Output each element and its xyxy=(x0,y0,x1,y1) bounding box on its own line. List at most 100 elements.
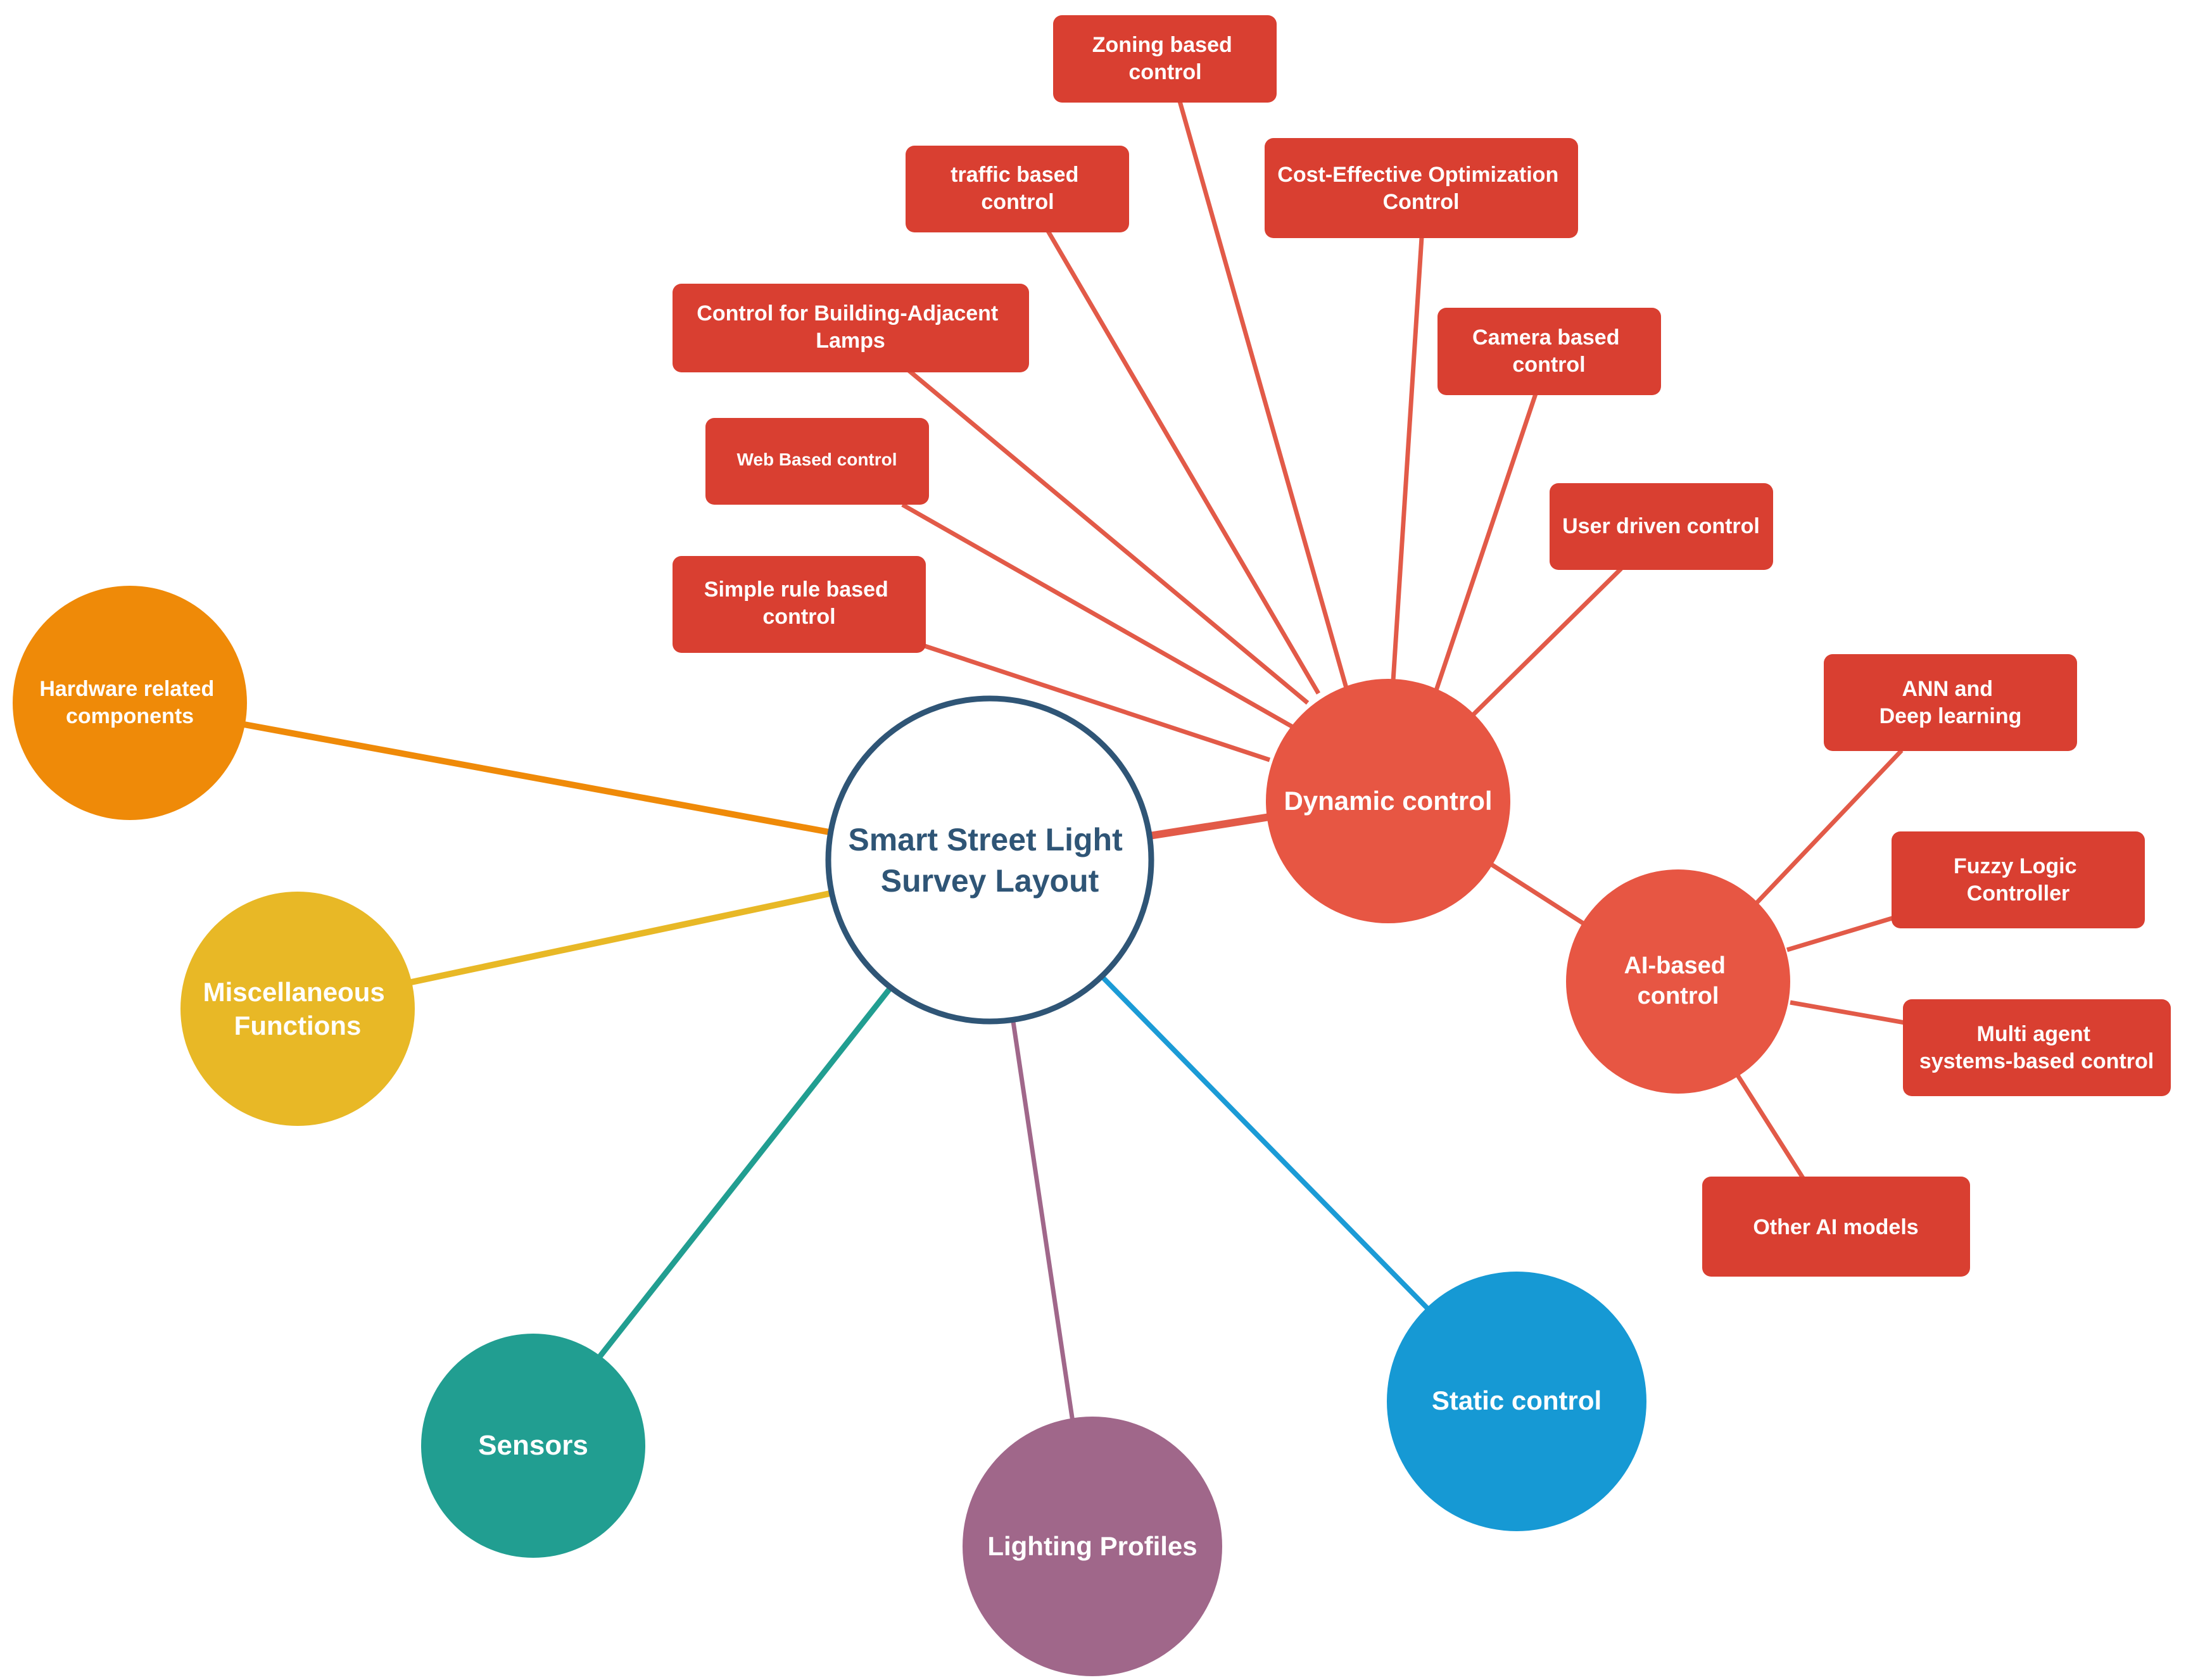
connector-dynamic-traffic xyxy=(1046,230,1321,695)
branch-misc[interactable]: Miscellaneous Functions xyxy=(180,892,415,1126)
connector-dynamic-cost xyxy=(1391,237,1424,681)
connector-root-misc xyxy=(404,890,834,987)
cost-label: Cost-Effective Optimization Control xyxy=(1277,163,1564,214)
dynamic-child-cost[interactable]: Cost-Effective Optimization Control xyxy=(1265,138,1578,238)
dynamic-label: Dynamic control xyxy=(1284,786,1492,816)
ann-box xyxy=(1824,654,2077,751)
root-label-line-2: Survey Layout xyxy=(881,863,1099,899)
dynamic-child-camera[interactable]: Camera based control xyxy=(1437,308,1661,395)
multi-label: Multi agent systems-based control xyxy=(1919,1022,2154,1073)
connector-root-lighting xyxy=(1009,1013,1076,1427)
zoning-box xyxy=(1053,15,1277,103)
hardware-label-line-2: components xyxy=(66,704,194,728)
ai-child-ann[interactable]: ANN and Deep learning xyxy=(1824,654,2077,751)
branch-hardware[interactable]: Hardware related components xyxy=(13,586,247,820)
multi-box xyxy=(1903,999,2171,1096)
web-box xyxy=(705,418,929,505)
traffic-box xyxy=(906,146,1129,232)
simple-box xyxy=(673,556,926,653)
lighting-circle xyxy=(963,1417,1222,1676)
ann-label-line-1: ANN and xyxy=(1902,677,1993,701)
connector-ai-other xyxy=(1734,1072,1805,1179)
connector-dynamic-zoning xyxy=(1177,101,1349,691)
simple-label: Simple rule based control xyxy=(704,578,894,629)
hardware-label: Hardware related components xyxy=(39,677,220,728)
connector-root-hardware xyxy=(240,721,833,836)
ann-label: ANN and Deep learning xyxy=(1880,677,2022,728)
user-box xyxy=(1550,483,1773,570)
dynamic-circle xyxy=(1266,679,1510,923)
ai-label-line-1: AI-based xyxy=(1624,952,1725,979)
sensors-label: Sensors xyxy=(478,1430,588,1461)
connector-root-dynamic xyxy=(1149,813,1270,840)
other-label-line-1: Other AI models xyxy=(1753,1215,1918,1239)
dynamic-child-ai[interactable]: AI-based control xyxy=(1566,869,1790,1094)
building-label: Control for Building-Adjacent Lamps xyxy=(697,301,1004,353)
simple-label-line-1: Simple rule based xyxy=(704,578,888,602)
branch-lighting[interactable]: Lighting Profiles xyxy=(963,1417,1222,1676)
lighting-label: Lighting Profiles xyxy=(987,1531,1197,1561)
root-label-line-1: Smart Street Light xyxy=(848,822,1123,857)
static-label: Static control xyxy=(1432,1386,1602,1415)
branch-sensors[interactable]: Sensors xyxy=(421,1334,645,1558)
cost-label-line-1: Cost-Effective Optimization xyxy=(1277,163,1558,187)
root-node[interactable]: Smart Street Light Survey Layout xyxy=(825,695,1154,1025)
dynamic-child-zoning[interactable]: Zoning based control xyxy=(1053,15,1277,103)
root-circle xyxy=(825,695,1154,1025)
web-label: Web Based control xyxy=(736,450,897,469)
ann-label-line-2: Deep learning xyxy=(1880,704,2022,728)
zoning-label: Zoning based control xyxy=(1092,33,1238,84)
other-box xyxy=(1702,1177,1970,1277)
static-circle xyxy=(1387,1272,1646,1531)
dynamic-child-simple[interactable]: Simple rule based control xyxy=(673,556,926,653)
cost-box xyxy=(1265,138,1578,238)
misc-label-line-1: Miscellaneous xyxy=(203,977,385,1007)
fuzzy-label-line-2: Controller xyxy=(1967,881,2069,906)
dynamic-label-line-1: Dynamic control xyxy=(1284,786,1492,816)
connector-dynamic-building xyxy=(907,369,1310,705)
ai-child-multi[interactable]: Multi agent systems-based control xyxy=(1903,999,2171,1096)
branch-dynamic[interactable]: Dynamic control xyxy=(1266,679,1510,923)
web-label-line-1: Web Based control xyxy=(736,450,897,469)
other-label: Other AI models xyxy=(1753,1215,1918,1239)
fuzzy-label-line-1: Fuzzy Logic xyxy=(1954,854,2077,878)
connector-dynamic-camera xyxy=(1434,393,1538,692)
root-label: Smart Street Light Survey Layout xyxy=(848,822,1131,899)
sensors-label-line-1: Sensors xyxy=(478,1430,588,1461)
branch-static[interactable]: Static control xyxy=(1387,1272,1646,1531)
dynamic-child-user[interactable]: User driven control xyxy=(1550,483,1773,570)
camera-box xyxy=(1437,308,1661,395)
zoning-label-line-2: control xyxy=(1128,60,1201,84)
camera-label-line-2: control xyxy=(1512,353,1585,377)
misc-circle xyxy=(180,892,415,1126)
camera-label-line-1: Camera based xyxy=(1472,325,1619,350)
traffic-label-line-1: traffic based xyxy=(951,163,1078,187)
connector-dynamic-user xyxy=(1470,567,1623,717)
fuzzy-label: Fuzzy Logic Controller xyxy=(1954,854,2083,906)
fuzzy-box xyxy=(1892,831,2145,928)
dynamic-child-traffic[interactable]: traffic based control xyxy=(906,146,1129,232)
camera-label: Camera based control xyxy=(1472,325,1626,377)
multi-label-line-1: Multi agent xyxy=(1977,1022,2090,1046)
connector-ai-multi xyxy=(1790,1000,1905,1025)
zoning-label-line-1: Zoning based xyxy=(1092,33,1232,57)
ai-child-fuzzy[interactable]: Fuzzy Logic Controller xyxy=(1892,831,2145,928)
simple-label-line-2: control xyxy=(762,605,835,629)
sensors-circle xyxy=(421,1334,645,1558)
connector-dynamic-ai xyxy=(1490,862,1584,925)
connector-ai-fuzzy xyxy=(1786,916,1893,952)
building-box xyxy=(673,284,1029,372)
dynamic-child-building[interactable]: Control for Building-Adjacent Lamps xyxy=(673,284,1029,372)
connector-dynamic-web xyxy=(901,502,1296,731)
connector-lines xyxy=(240,101,1905,1427)
multi-label-line-2: systems-based control xyxy=(1919,1049,2154,1073)
static-label-line-1: Static control xyxy=(1432,1386,1602,1415)
hardware-circle xyxy=(13,586,247,820)
building-label-line-1: Control for Building-Adjacent xyxy=(697,301,998,325)
ai-child-other[interactable]: Other AI models xyxy=(1702,1177,1970,1277)
dynamic-child-web[interactable]: Web Based control xyxy=(705,418,929,505)
traffic-label: traffic based control xyxy=(951,163,1085,214)
hardware-label-line-1: Hardware related xyxy=(39,677,214,701)
connector-root-static xyxy=(1099,973,1432,1313)
